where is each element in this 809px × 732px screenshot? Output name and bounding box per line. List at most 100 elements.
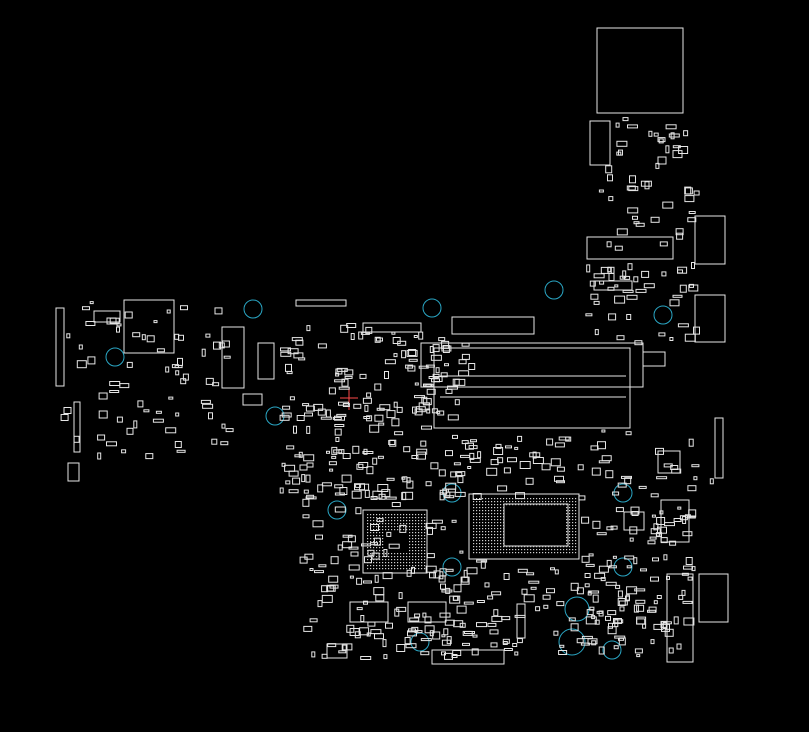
smd-component[interactable]: [174, 441, 182, 448]
smd-component[interactable]: [471, 648, 479, 656]
smd-component[interactable]: [175, 412, 180, 417]
smd-component[interactable]: [614, 245, 623, 251]
smd-component[interactable]: [330, 556, 339, 565]
smd-component[interactable]: [463, 601, 474, 605]
smd-component[interactable]: [360, 615, 365, 622]
smd-component[interactable]: [418, 331, 424, 340]
smd-component[interactable]: [362, 397, 372, 404]
smd-component[interactable]: [301, 474, 306, 483]
smd-component[interactable]: [124, 311, 133, 319]
smd-component[interactable]: [211, 438, 218, 445]
smd-component[interactable]: [97, 434, 106, 441]
smd-component[interactable]: [420, 651, 430, 656]
smd-component[interactable]: [376, 407, 385, 411]
smd-component[interactable]: [612, 555, 617, 559]
smd-component[interactable]: [433, 376, 443, 382]
smd-component[interactable]: [214, 307, 223, 315]
smd-component[interactable]: [427, 526, 433, 535]
smd-component[interactable]: [416, 451, 426, 460]
smd-component[interactable]: [126, 361, 133, 368]
smd-component[interactable]: [670, 132, 675, 140]
smd-component[interactable]: [528, 580, 540, 584]
smd-component[interactable]: [468, 363, 476, 370]
smd-component[interactable]: [660, 621, 672, 625]
smd-component[interactable]: [356, 607, 363, 611]
smd-component[interactable]: [437, 410, 445, 416]
smd-component[interactable]: [338, 401, 349, 406]
smd-component[interactable]: [659, 241, 668, 247]
smd-component[interactable]: [615, 507, 624, 513]
smd-component[interactable]: [165, 366, 170, 373]
smd-component[interactable]: [393, 353, 398, 358]
smd-component[interactable]: [507, 457, 517, 463]
smd-component[interactable]: [535, 606, 541, 612]
smd-component[interactable]: [490, 642, 498, 648]
smd-component[interactable]: [613, 619, 624, 624]
connector-right-1[interactable]: [694, 215, 726, 265]
smd-component[interactable]: [546, 438, 554, 446]
smd-component[interactable]: [472, 634, 478, 638]
smd-component[interactable]: [145, 453, 154, 460]
smd-component[interactable]: [376, 337, 383, 342]
smd-component[interactable]: [409, 617, 420, 622]
smd-component[interactable]: [208, 412, 213, 420]
smd-component[interactable]: [78, 344, 83, 350]
smd-component[interactable]: [60, 414, 69, 421]
smd-component[interactable]: [333, 449, 343, 454]
smd-component[interactable]: [493, 447, 504, 455]
smd-component[interactable]: [601, 455, 612, 462]
smd-component[interactable]: [650, 493, 659, 498]
smd-component[interactable]: [653, 132, 659, 137]
smd-component[interactable]: [605, 581, 617, 586]
smd-component[interactable]: [550, 458, 561, 467]
smd-component[interactable]: [350, 551, 359, 557]
connector-left-mid[interactable]: [257, 342, 275, 380]
smd-component[interactable]: [352, 445, 360, 454]
chip-left-square[interactable]: [123, 299, 175, 354]
smd-component[interactable]: [554, 475, 564, 482]
smd-component[interactable]: [218, 342, 225, 349]
smd-component[interactable]: [121, 449, 127, 454]
smd-component[interactable]: [686, 515, 696, 519]
smd-component[interactable]: [298, 357, 306, 361]
smd-component[interactable]: [638, 485, 647, 489]
smd-component[interactable]: [581, 516, 590, 524]
smd-component[interactable]: [312, 520, 324, 528]
smd-component[interactable]: [386, 410, 396, 419]
smd-component[interactable]: [630, 506, 640, 515]
smd-component[interactable]: [514, 614, 526, 618]
smd-component[interactable]: [523, 594, 535, 603]
smd-component[interactable]: [554, 569, 559, 575]
smd-component[interactable]: [610, 525, 618, 530]
smd-component[interactable]: [366, 466, 374, 475]
smd-component[interactable]: [470, 439, 477, 443]
smd-component[interactable]: [422, 612, 427, 618]
smd-component[interactable]: [98, 392, 108, 400]
smd-component[interactable]: [370, 524, 379, 531]
smd-component[interactable]: [625, 431, 632, 436]
smd-component[interactable]: [688, 438, 694, 447]
smd-component[interactable]: [146, 335, 155, 343]
smd-component[interactable]: [351, 490, 362, 499]
smd-component[interactable]: [469, 457, 481, 463]
smd-component[interactable]: [685, 557, 693, 565]
smd-component[interactable]: [329, 468, 334, 472]
smd-component[interactable]: [458, 359, 467, 365]
smd-component[interactable]: [624, 477, 632, 485]
smd-component[interactable]: [313, 403, 324, 411]
smd-component[interactable]: [607, 266, 615, 274]
smd-component[interactable]: [443, 628, 449, 636]
smd-component[interactable]: [644, 181, 650, 190]
smd-component[interactable]: [280, 351, 292, 357]
smd-component[interactable]: [682, 531, 693, 537]
smd-component[interactable]: [664, 522, 675, 527]
smd-component[interactable]: [624, 555, 635, 560]
smd-component[interactable]: [673, 616, 679, 625]
smd-component[interactable]: [279, 414, 290, 421]
smd-component[interactable]: [512, 643, 518, 647]
smd-component[interactable]: [596, 610, 603, 614]
smd-component[interactable]: [643, 283, 655, 289]
smd-component[interactable]: [303, 454, 315, 462]
smd-component[interactable]: [379, 404, 391, 411]
smd-component[interactable]: [600, 577, 606, 582]
